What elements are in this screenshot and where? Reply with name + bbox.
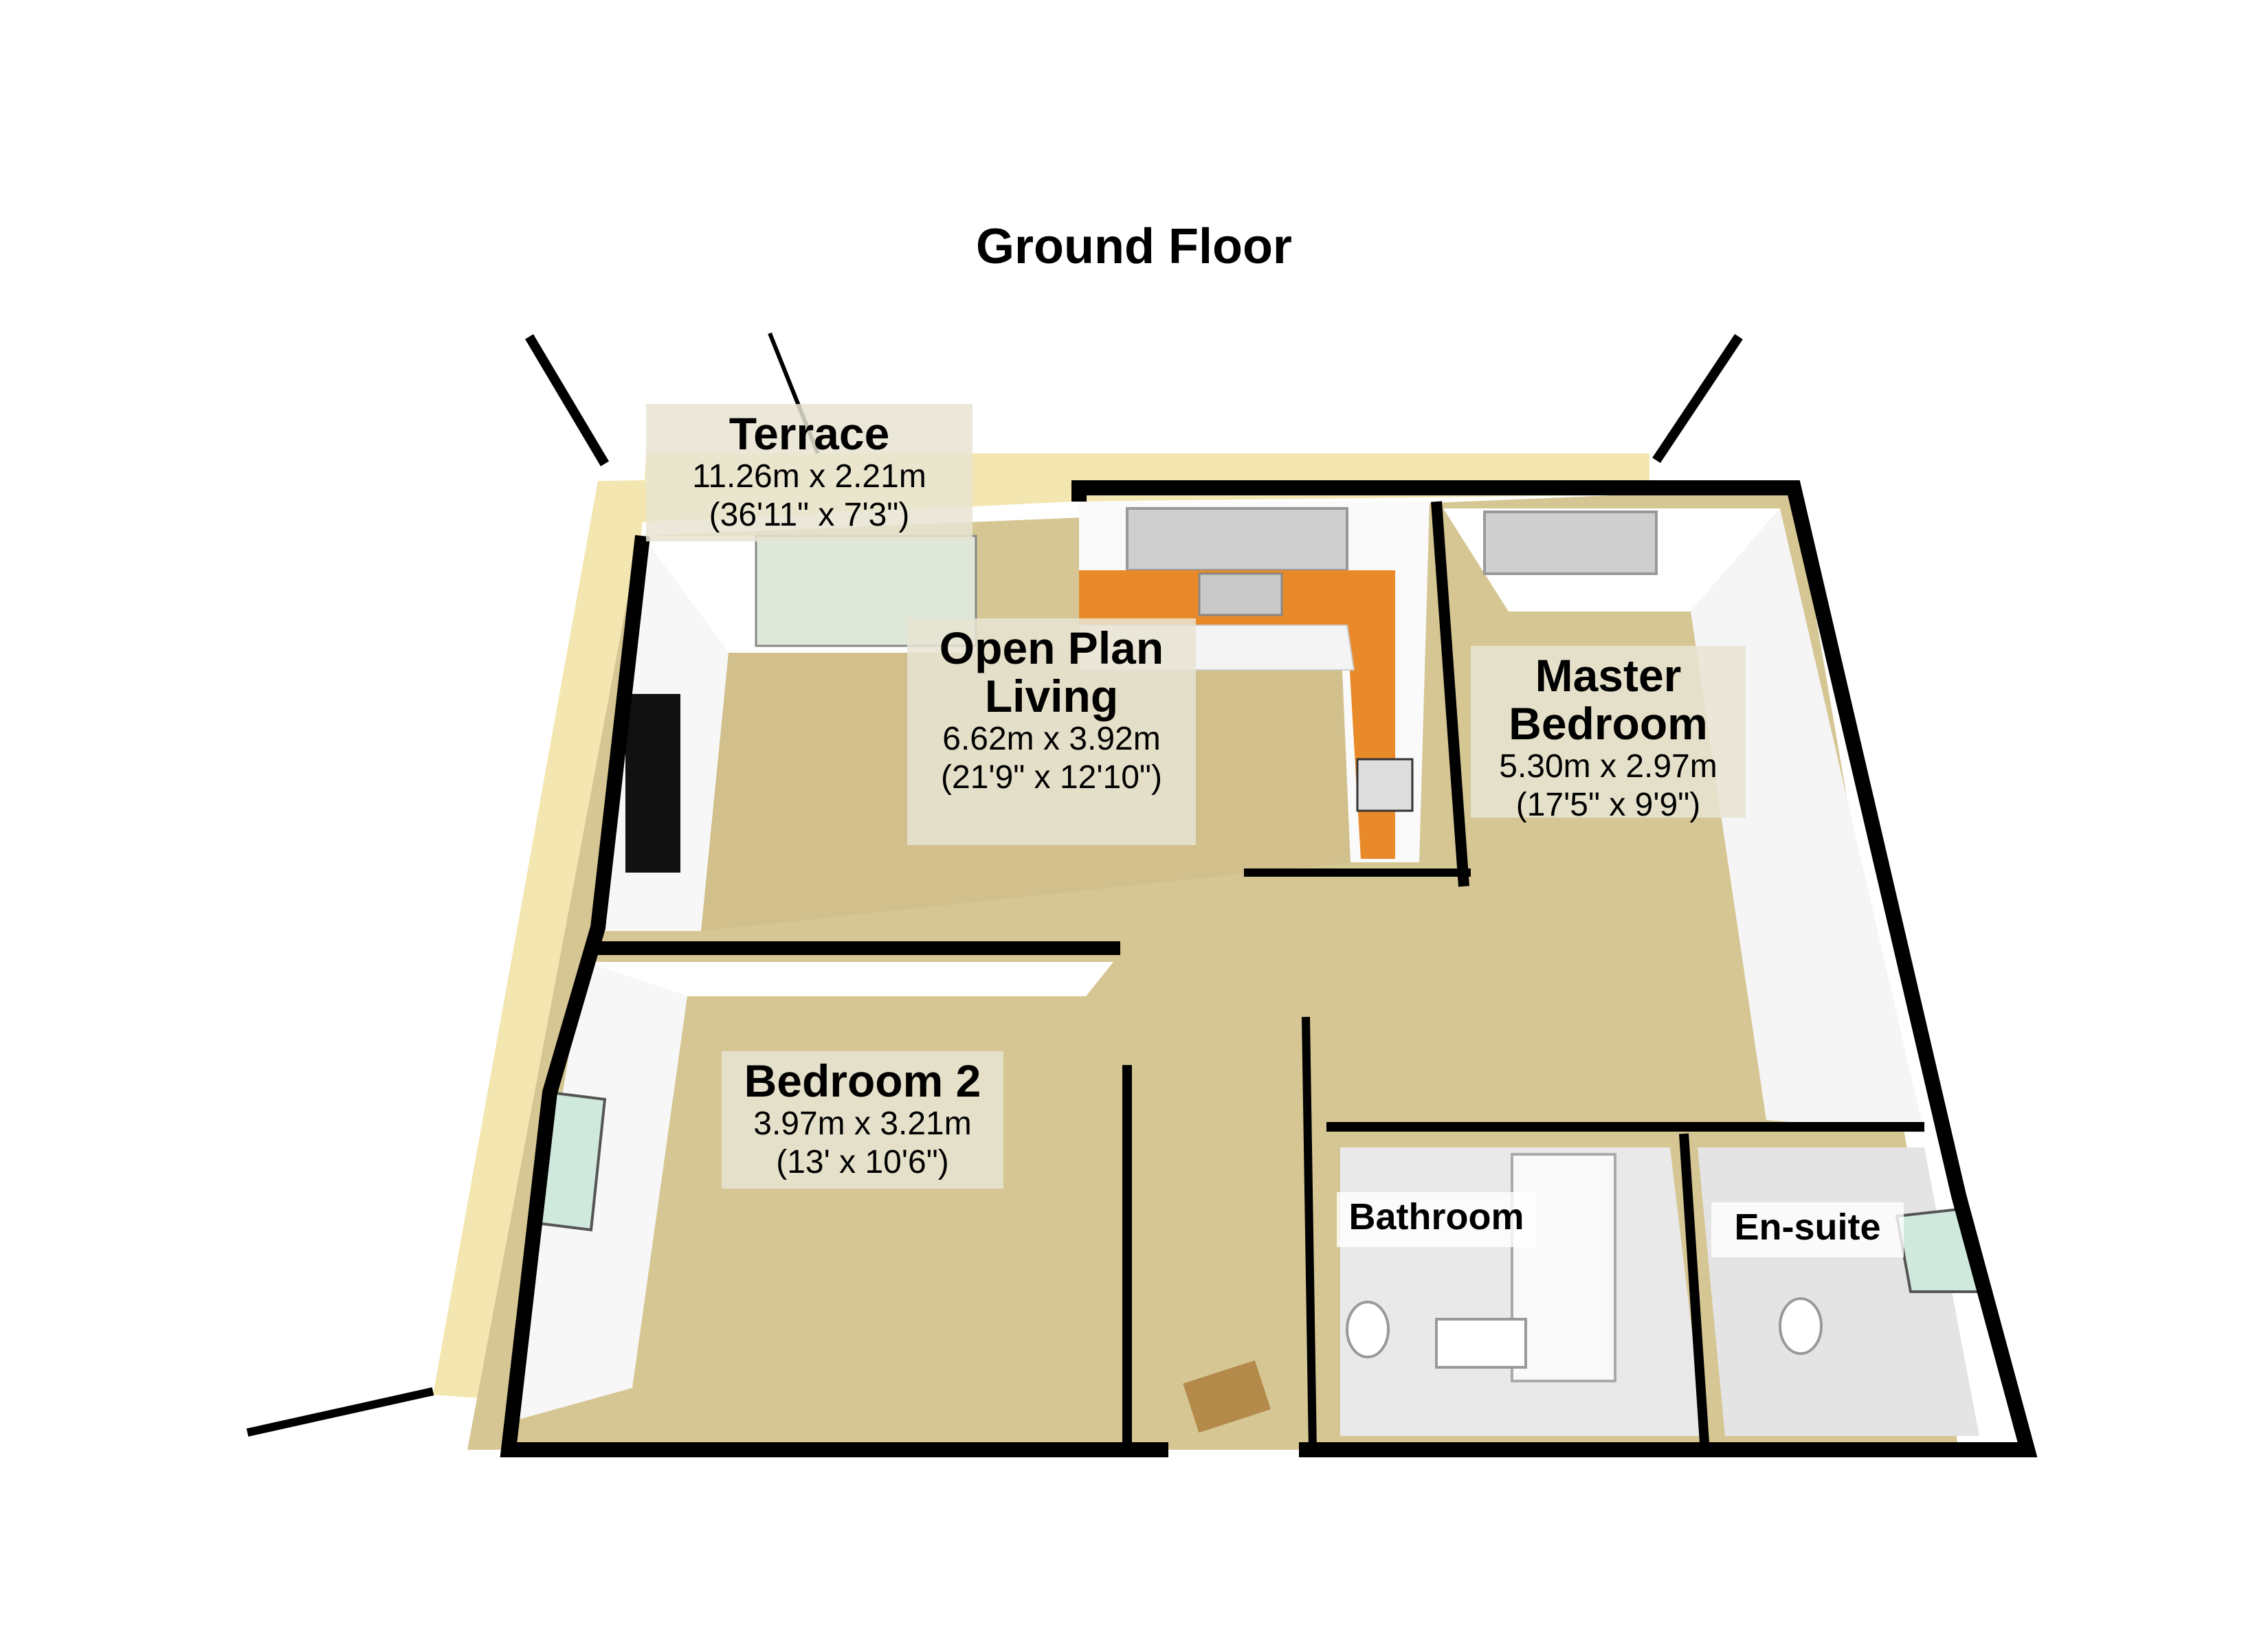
master-wall-right [1691, 508, 1924, 1134]
kitchen-worktop [1079, 570, 1395, 859]
room-name: Open Plan Living [939, 622, 1164, 721]
master-window-blind [1483, 511, 1658, 575]
room-label-master: Master Bedroom 5.30m x 2.97m (17'5" x 9'… [1471, 646, 1746, 823]
bathtub-icon [1511, 1153, 1616, 1382]
terrace-railing-right [1652, 334, 1743, 463]
room-name: Bathroom [1348, 1196, 1524, 1237]
room-dimensions-metric: 11.26m x 2.21m [692, 458, 926, 495]
outer-walls [500, 535, 1168, 1457]
outer-walls-right [1071, 480, 2038, 1457]
wall-hall-bath [1302, 1016, 1317, 1450]
room-label-terrace: Terrace 11.26m x 2.21m (36'11" x 7'3") [646, 404, 972, 541]
entrance-doormat [1183, 1360, 1271, 1433]
room-name: En-suite [1734, 1207, 1881, 1248]
room-dimensions-imperial: (21'9" x 12'10") [941, 759, 1162, 796]
room-label-living: Open Plan Living 6.62m x 3.92m (21'9" x … [907, 618, 1196, 845]
room-dimensions-metric: 5.30m x 2.97m [1499, 748, 1717, 785]
bedroom2-wall-left [509, 962, 687, 1422]
room-dimensions-imperial: (13' x 10'6") [776, 1144, 949, 1180]
wall-bath-ensuite [1679, 1133, 1709, 1444]
room-name: Master Bedroom [1509, 650, 1708, 749]
wall-living-master [1431, 501, 1469, 887]
ensuite-toilet-icon [1779, 1297, 1823, 1355]
room-label-bedroom2: Bedroom 2 3.97m x 3.21m (13' x 10'6") [722, 1051, 1003, 1189]
toilet-icon [1346, 1301, 1390, 1358]
room-dimensions-imperial: (17'5" x 9'9") [1515, 787, 1701, 823]
bedroom2-wall-back [584, 962, 1113, 996]
room-label-ensuite: En-suite [1711, 1202, 1904, 1257]
basin-icon [1435, 1318, 1527, 1369]
sink-icon [1198, 572, 1283, 616]
tv-screen [625, 694, 680, 873]
terrace-railing-bottom [246, 1387, 434, 1437]
terrace-area [433, 474, 1072, 1402]
room-name: Terrace [729, 408, 890, 459]
room-name: Bedroom 2 [744, 1055, 981, 1106]
room-dimensions-imperial: (36'11" x 7'3") [709, 497, 910, 533]
hob-icon [1356, 758, 1414, 812]
room-dimensions-metric: 3.97m x 3.21m [753, 1106, 972, 1142]
room-label-bathroom: Bathroom [1337, 1192, 1536, 1247]
room-dimensions-metric: 6.62m x 3.92m [942, 721, 1161, 757]
kitchen-window-blind [1126, 507, 1348, 572]
terrace-railing-left [524, 334, 610, 467]
floor-title: Ground Floor [976, 219, 1292, 274]
